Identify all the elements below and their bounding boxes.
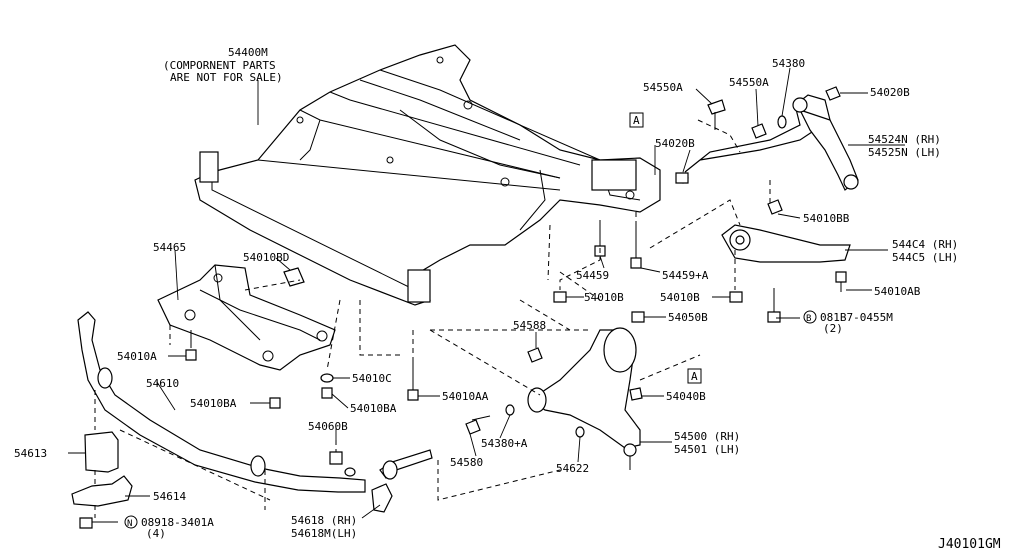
transverse-link-drawing	[527, 327, 643, 470]
reference-markers: A A	[629, 112, 702, 384]
label-54060B: 54060B	[308, 420, 348, 433]
label-54610: 54610	[146, 377, 179, 390]
label-54501: 54501 (LH)	[674, 443, 740, 456]
circle-n-symbol: N	[127, 519, 132, 529]
label-54614: 54614	[153, 490, 186, 503]
label-54040B: 54040B	[666, 390, 706, 403]
label-54380A: 54380+A	[481, 437, 528, 450]
label-54618: 54618 (RH)	[291, 514, 357, 527]
label-54050B: 54050B	[668, 311, 708, 324]
label-08918: 08918-3401A	[141, 516, 214, 529]
label-54459A: 54459+A	[662, 269, 709, 282]
stabilizer-bar-drawing	[71, 311, 366, 529]
label-54010BA-1: 54010BA	[350, 402, 397, 415]
label-544C5: 544C5 (LH)	[892, 251, 958, 264]
label-544C4: 544C4 (RH)	[892, 238, 958, 251]
crossmember-drawing	[194, 44, 661, 306]
label-081B7: 081B7-0455M	[820, 311, 893, 324]
label-54550A-1: 54550A	[643, 81, 683, 94]
circle-b-symbol: B	[806, 314, 811, 324]
circle-symbols: B N	[124, 310, 817, 529]
label-54020B-1: 54020B	[870, 86, 910, 99]
fasteners-drawing	[320, 172, 743, 435]
upper-link-drawing	[677, 86, 859, 191]
label-54500: 54500 (RH)	[674, 430, 740, 443]
diagram-code: J40101GM	[938, 537, 1001, 552]
label-54550A-2: 54550A	[729, 76, 769, 89]
crossmember-part-number: 54400M	[228, 46, 268, 59]
label-08918-qty: (4)	[146, 527, 166, 540]
stabilizer-rod-drawing	[329, 449, 433, 513]
label-54010AA: 54010AA	[442, 390, 489, 403]
crossmember-note-line1: (COMPORNENT PARTS	[163, 59, 276, 72]
member-stay-drawing	[157, 264, 336, 409]
label-54380: 54380	[772, 57, 805, 70]
label-081B7-qty: (2)	[823, 322, 843, 335]
label-54010B-2: 54010B	[660, 291, 700, 304]
label-54618M: 54618M(LH)	[291, 527, 357, 540]
part-labels: 54400M (COMPORNENT PARTS ARE NOT FOR SAL…	[14, 46, 1001, 552]
label-54465: 54465	[153, 241, 186, 254]
crossmember-note-line2: ARE NOT FOR SALE)	[170, 71, 283, 84]
compression-rod-drawing	[721, 199, 851, 323]
label-54010A: 54010A	[117, 350, 157, 363]
ref-marker-a-top: A	[633, 114, 640, 127]
label-54622: 54622	[556, 462, 589, 475]
label-54525N: 54525N (LH)	[868, 146, 941, 159]
label-54010BA-2: 54010BA	[190, 397, 237, 410]
label-54580: 54580	[450, 456, 483, 469]
label-54588: 54588	[513, 319, 546, 332]
assembly-lines	[94, 119, 771, 518]
label-54010B-1: 54010B	[584, 291, 624, 304]
label-54010BB: 54010BB	[803, 212, 850, 225]
label-54010AB: 54010AB	[874, 285, 921, 298]
label-54010C: 54010C	[352, 372, 392, 385]
label-54020B-2: 54020B	[655, 137, 695, 150]
label-54524N: 54524N (RH)	[868, 133, 941, 146]
ref-marker-a-bottom: A	[691, 370, 698, 383]
leader-lines	[68, 67, 905, 523]
label-54010BD: 54010BD	[243, 251, 289, 264]
label-54613: 54613	[14, 447, 47, 460]
label-54459: 54459	[576, 269, 609, 282]
